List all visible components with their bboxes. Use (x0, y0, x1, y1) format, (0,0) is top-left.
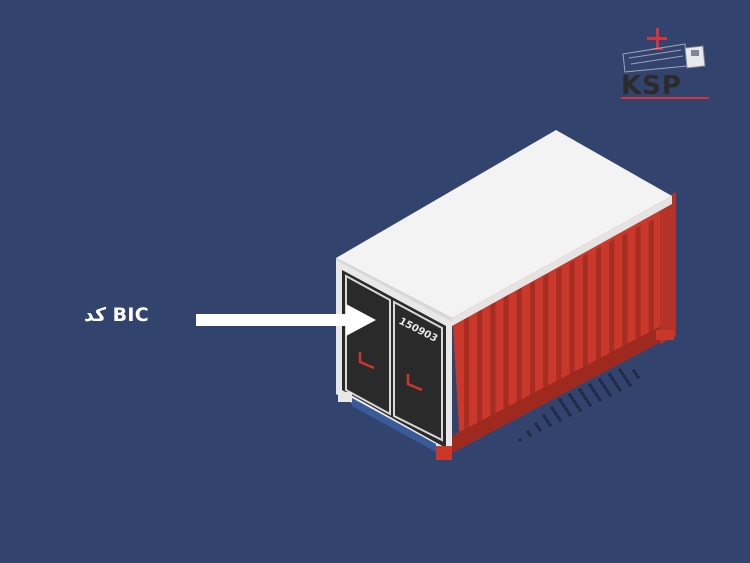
shadow-dot (594, 392, 598, 396)
shadow-dot (636, 375, 640, 379)
shadow-dot (570, 396, 574, 400)
container-side-ribs (464, 212, 667, 436)
shadow-dot (600, 381, 604, 385)
shadow-dot (606, 390, 610, 394)
shadow-dot (578, 388, 582, 392)
container-bottom-rail (452, 318, 676, 453)
container-corner-post-back (660, 192, 676, 344)
bic-code-label: کد BIC (84, 304, 150, 326)
shadow-dot (580, 391, 584, 395)
shadow-dot (568, 413, 572, 417)
container-rib (543, 273, 549, 395)
container-rib (622, 232, 628, 354)
shadow-dot (562, 404, 566, 408)
container-rib (556, 266, 562, 388)
container-rib (516, 287, 522, 409)
shadow-dot (560, 401, 564, 405)
ground-shadow-dots (518, 368, 640, 442)
shadow-dot (582, 394, 586, 398)
container-rib (609, 239, 615, 361)
shadow-dot (626, 380, 630, 384)
shadow-dot (550, 406, 554, 410)
shadow-dot (608, 393, 612, 397)
container-rib (477, 308, 483, 430)
container-door-left (345, 274, 391, 416)
shadow-dot (564, 407, 568, 411)
container-rib (582, 253, 588, 375)
shadow-dot (622, 374, 626, 378)
shadow-dot (574, 402, 578, 406)
shadow-dot (604, 387, 608, 391)
shadow-dot (542, 414, 546, 418)
shadow-dot (558, 398, 562, 402)
shadow-dot (616, 385, 620, 389)
container-front-bottom-rail (352, 398, 436, 452)
shadow-dot (552, 409, 556, 413)
container-rib (503, 294, 509, 416)
shadow-dot (596, 395, 600, 399)
shadow-dot (612, 379, 616, 383)
container-rib (596, 246, 601, 368)
container-roof-edge-side (452, 196, 672, 326)
shadow-dot (578, 408, 582, 412)
shipping-container: 150903 (336, 130, 676, 460)
shadow-dot (556, 415, 560, 419)
shadow-dot (608, 373, 612, 377)
shadow-dot (546, 420, 550, 424)
shadow-dot (618, 388, 622, 392)
door-handle-left (358, 352, 375, 370)
shadow-dot (576, 405, 580, 409)
door-handle-right (406, 374, 423, 392)
shadow-dot (628, 383, 632, 387)
ksp-logo: KSP (621, 28, 709, 101)
container-rib (635, 225, 641, 347)
shadow-dot (534, 422, 538, 426)
shadow-dot (528, 433, 532, 437)
shadow-dot (618, 368, 622, 372)
container-door-right (393, 300, 443, 442)
shadow-dot (536, 425, 540, 429)
container-rib (464, 315, 469, 436)
shadow-dot (624, 377, 628, 381)
container-foot-back (656, 330, 674, 340)
shadow-dot (592, 389, 596, 393)
container-roof (336, 130, 672, 318)
shadow-dot (614, 382, 618, 386)
shadow-dot (548, 423, 552, 427)
container-rib (530, 280, 535, 402)
shadow-dot (572, 399, 576, 403)
shadow-dot (526, 430, 530, 434)
shadow-dot (554, 412, 558, 416)
shadow-dot (610, 376, 614, 380)
shadow-dot (602, 384, 606, 388)
shadow-dot (590, 386, 594, 390)
shadow-dot (588, 403, 592, 407)
shadow-dot (544, 417, 548, 421)
container-rib (490, 301, 496, 423)
shadow-dot (558, 418, 562, 422)
shadow-dot (620, 371, 624, 375)
shadow-dot (634, 372, 638, 376)
logo-underline (621, 97, 709, 99)
shadow-dot (588, 383, 592, 387)
shadow-dot (568, 393, 572, 397)
shadow-dot (586, 400, 590, 404)
container-foot-front-left (338, 392, 352, 402)
airplane-icon (647, 28, 667, 50)
shadow-dot (538, 428, 542, 432)
shadow-dot (632, 369, 636, 373)
container-foot-front-right (436, 446, 452, 460)
container-rib (569, 260, 575, 382)
shadow-dot (566, 410, 570, 414)
shadow-dot (518, 438, 522, 442)
logo-text: KSP (621, 71, 682, 101)
truck-icon (622, 43, 706, 73)
shadow-dot (598, 378, 602, 382)
shadow-dot (584, 397, 588, 401)
shadow-dot (598, 398, 602, 402)
bic-code-arrow (196, 304, 376, 336)
container-rib (648, 218, 654, 340)
